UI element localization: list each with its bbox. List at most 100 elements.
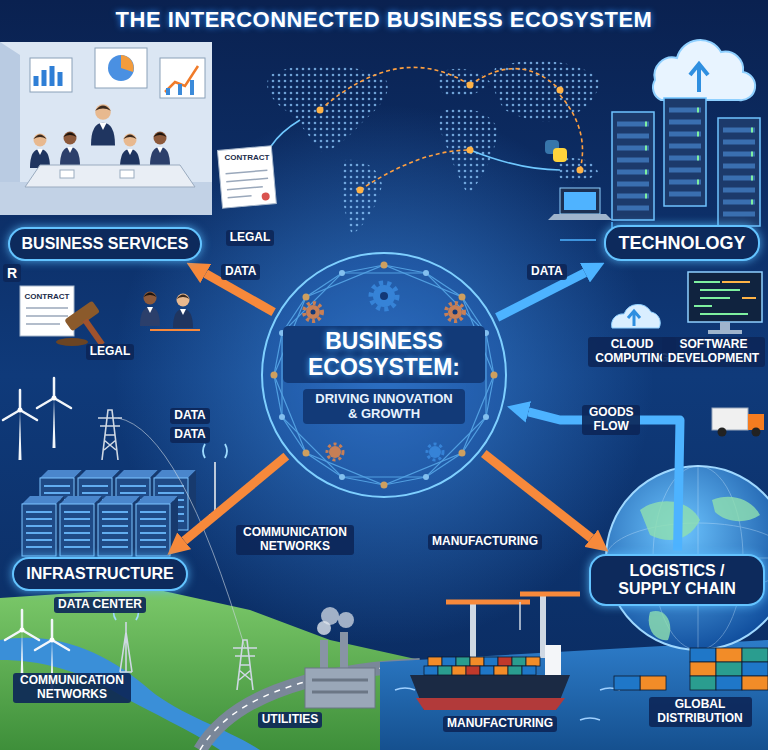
node-heading: TECHNOLOGY xyxy=(618,233,745,254)
contract-document xyxy=(20,286,74,336)
port-scene xyxy=(484,657,498,666)
energy-grid xyxy=(118,418,245,648)
port-scene xyxy=(526,657,540,666)
data-center xyxy=(22,470,196,556)
world-map xyxy=(470,69,560,90)
landscape xyxy=(0,588,420,750)
technology-scene xyxy=(612,112,654,220)
power-plant xyxy=(305,607,375,708)
container-stack xyxy=(716,676,742,690)
technology-scene xyxy=(560,188,600,214)
technology-scene xyxy=(664,98,706,206)
port-scene xyxy=(456,657,470,666)
legal-scene xyxy=(173,294,193,329)
container-stack xyxy=(614,648,768,690)
power-plant xyxy=(321,607,339,625)
technology-scene xyxy=(718,118,760,226)
technology-scene xyxy=(653,40,755,100)
sector-caption: COMMUNICATION NETWORKS xyxy=(236,525,354,555)
port-scene xyxy=(446,600,530,605)
port-scene xyxy=(519,602,521,630)
office-scene xyxy=(30,58,72,92)
globe xyxy=(640,501,700,540)
container-stack xyxy=(742,676,768,690)
truck-icon xyxy=(718,428,727,437)
office-scene xyxy=(36,66,60,86)
technology-scene xyxy=(628,311,640,326)
node-heading: BUSINESS SERVICES xyxy=(22,235,189,253)
office-scene xyxy=(0,42,212,215)
sector-label: TECHNOLOGY xyxy=(604,225,759,262)
edge-label: DATA xyxy=(221,264,261,280)
container-stack xyxy=(690,676,716,690)
office-scene xyxy=(30,134,50,169)
data-center xyxy=(60,496,102,556)
world-map xyxy=(360,150,470,190)
port-scene xyxy=(498,657,512,666)
sector-caption: LEGAL xyxy=(86,344,135,360)
port-scene xyxy=(545,645,561,675)
legal-scene xyxy=(56,338,88,346)
diagram-title: THE INTERCONNECTED BUSINESS ECOSYSTEM xyxy=(0,7,768,33)
container-stack xyxy=(690,648,716,662)
contract-document xyxy=(217,146,276,208)
power-plant xyxy=(305,668,375,708)
sector-caption: GLOBAL DISTRIBUTION xyxy=(649,697,752,727)
world-map xyxy=(467,147,474,154)
energy-grid xyxy=(37,378,71,448)
world-map xyxy=(342,160,382,235)
energy-grid xyxy=(5,610,39,680)
world-map xyxy=(439,108,498,195)
technology-scene xyxy=(694,282,748,314)
sector-caption: UTILITIES xyxy=(258,712,323,728)
document-text: CONTRACT xyxy=(224,153,271,162)
globe xyxy=(649,611,671,640)
technology-scene xyxy=(722,282,756,298)
energy-grid xyxy=(3,378,257,690)
technology-scene xyxy=(720,322,730,330)
sector-label: BUSINESS SERVICES xyxy=(8,227,203,261)
container-stack xyxy=(742,648,768,662)
port-scene xyxy=(416,698,565,710)
flow-caption: DATA xyxy=(170,427,210,443)
technology-scene xyxy=(690,64,708,92)
power-plant xyxy=(320,640,328,670)
technology-scene xyxy=(708,330,742,334)
office-scene xyxy=(108,55,134,81)
office-scene xyxy=(0,42,212,182)
container-stack xyxy=(742,662,768,676)
energy-grid xyxy=(98,410,122,460)
port-scene xyxy=(466,666,480,675)
node-heading: LOGISTICS / SUPPLY CHAIN xyxy=(603,562,751,599)
power-plant xyxy=(338,612,354,628)
sector-label: LOGISTICS / SUPPLY CHAIN xyxy=(589,554,765,607)
technology-scene xyxy=(564,192,596,210)
cut-text: R xyxy=(3,264,21,282)
landscape xyxy=(0,588,420,750)
edge-label: DATA xyxy=(527,264,567,280)
port-scene xyxy=(380,640,768,750)
world-map xyxy=(262,61,600,235)
port-scene xyxy=(470,657,484,666)
world-map xyxy=(317,82,584,194)
legal-scene xyxy=(64,300,100,331)
energy-grid xyxy=(203,444,227,458)
office-scene xyxy=(168,80,192,95)
power-plant xyxy=(312,680,368,692)
technology-scene xyxy=(553,148,567,162)
port-scene xyxy=(522,666,536,675)
office-scene xyxy=(60,132,80,167)
container-stack xyxy=(716,648,742,662)
sector-caption: LEGAL xyxy=(226,230,275,246)
port-scene xyxy=(494,666,508,675)
sector-caption: MANUFACTURING xyxy=(428,534,542,550)
container-stack xyxy=(614,676,640,690)
office-scene xyxy=(60,170,74,178)
document-text: CONTRACT xyxy=(24,292,71,301)
port-scene xyxy=(410,675,570,710)
world-map xyxy=(262,120,560,200)
world-map xyxy=(577,167,584,174)
contract-document xyxy=(26,308,68,324)
legal-scene xyxy=(150,329,200,331)
